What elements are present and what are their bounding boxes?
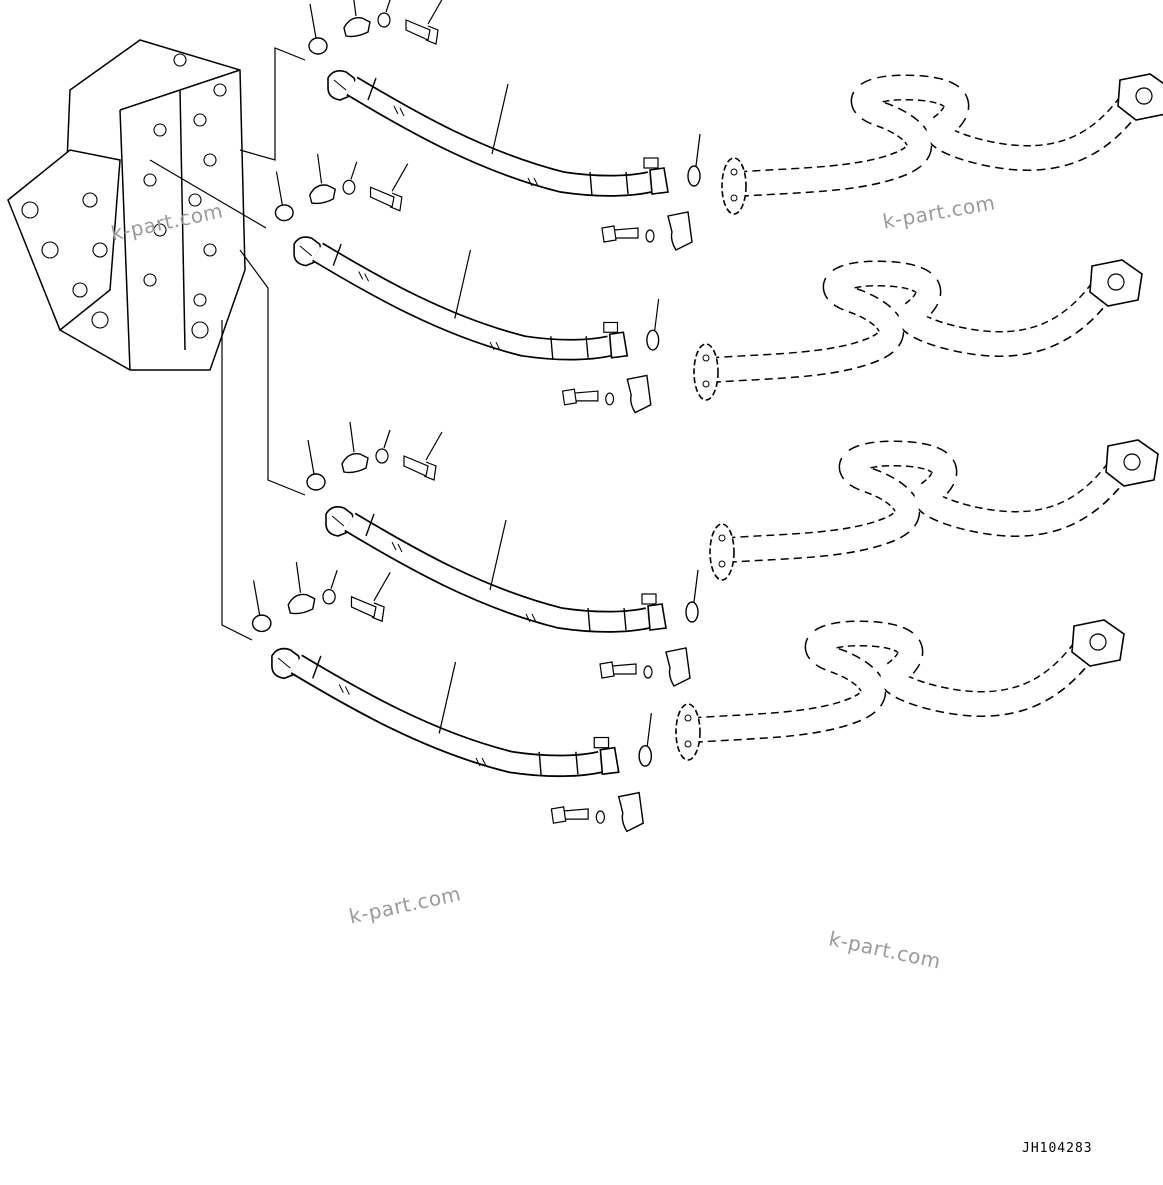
- hose-assembly-1: [309, 0, 700, 250]
- hose-assembly-3: [307, 422, 698, 686]
- drawing-code: JH104283: [1022, 1141, 1093, 1156]
- steel-tube-4: [676, 620, 1124, 760]
- steel-tube-2: [694, 260, 1142, 400]
- steel-tube-1: [722, 74, 1163, 214]
- control-valve: [7, 39, 246, 371]
- leader-lines: [149, 47, 306, 641]
- hose-assembly-4: [253, 562, 652, 831]
- steel-tube-3: [710, 440, 1158, 580]
